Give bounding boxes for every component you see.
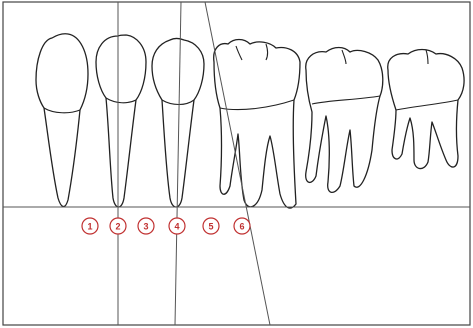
marker-5-label: 5 xyxy=(208,222,213,232)
tooth-first-premolar xyxy=(214,40,300,209)
marker-6: 6 xyxy=(234,218,250,234)
marker-5: 5 xyxy=(203,218,219,234)
marker-3: 3 xyxy=(138,218,154,234)
tooth-second-molar xyxy=(388,50,464,169)
marker-1-label: 1 xyxy=(87,222,92,232)
marker-2: 2 xyxy=(110,218,126,234)
marker-4: 4 xyxy=(169,218,185,234)
marker-4-label: 4 xyxy=(174,222,179,232)
marker-2-label: 2 xyxy=(115,222,120,232)
tooth-first-molar xyxy=(306,48,383,193)
marker-6-label: 6 xyxy=(239,222,244,232)
marker-1: 1 xyxy=(82,218,98,234)
tooth-central-incisor xyxy=(36,34,88,207)
tooth-lateral-incisor xyxy=(96,35,146,207)
marker-3-label: 3 xyxy=(143,222,148,232)
